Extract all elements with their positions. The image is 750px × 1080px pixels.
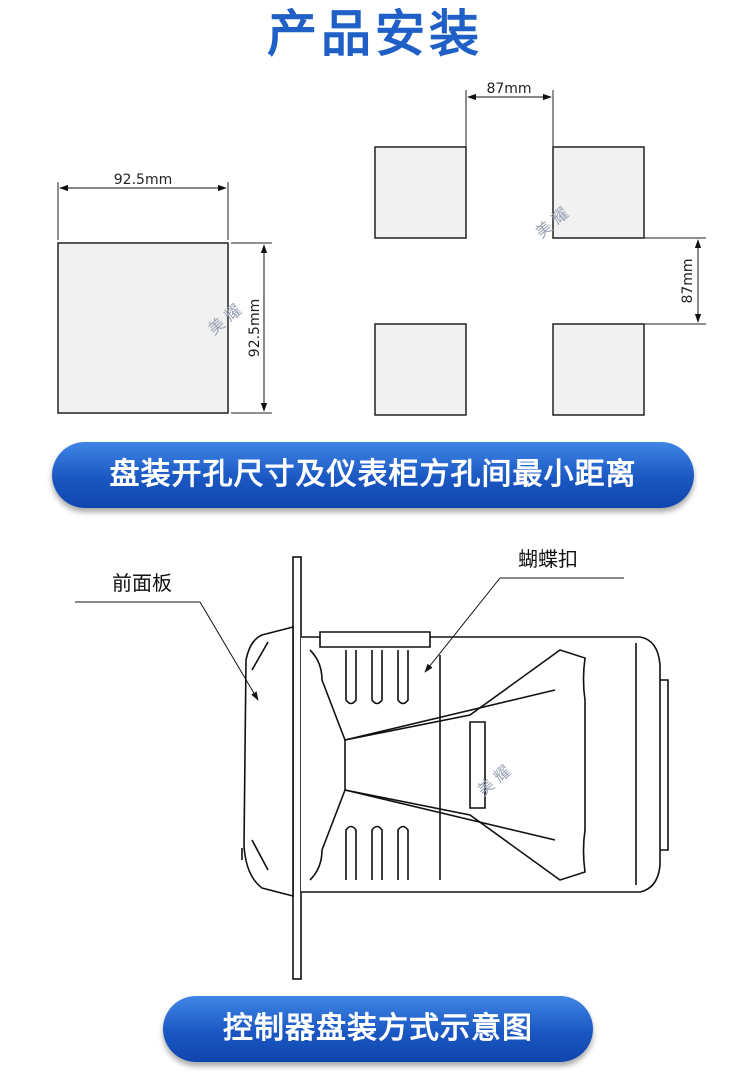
- mounting-method-banner: 控制器盘装方式示意图: [163, 996, 593, 1062]
- page-title: 产品安装: [267, 5, 483, 63]
- mounting-diagram: 美 耀: [241, 556, 669, 980]
- front-panel-label: 前面板: [112, 571, 172, 595]
- single-cutout: 92.5mm 92.5mm 美 耀: [57, 172, 272, 414]
- spacing-vertical-label: 87mm: [680, 258, 696, 303]
- spacing-diagram: 87mm 87mm 美 耀: [374, 81, 706, 416]
- front-panel-leader: 前面板: [75, 571, 259, 701]
- spacing-horizontal-label: 87mm: [486, 81, 531, 97]
- clip-label: 蝴蝶扣: [518, 547, 578, 571]
- cutout-width-label: 92.5mm: [114, 172, 172, 188]
- cutout-height-label: 92.5mm: [247, 299, 263, 357]
- cutout-size-banner: 盘装开孔尺寸及仪表柜方孔间最小距离: [52, 442, 694, 508]
- clip-leader: 蝴蝶扣: [424, 547, 624, 673]
